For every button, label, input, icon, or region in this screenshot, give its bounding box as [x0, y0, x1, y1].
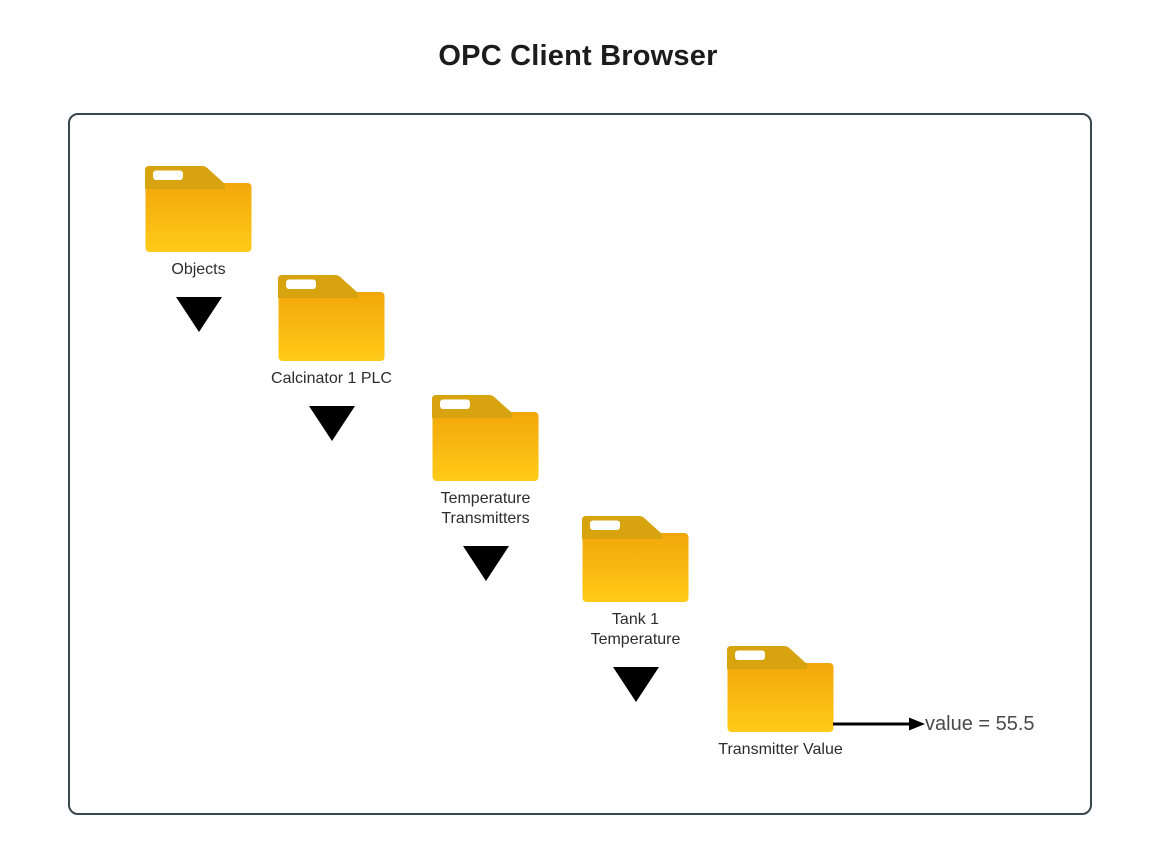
tree-node-temperature-transmitters: Temperature Transmitters: [432, 392, 539, 581]
node-label: Calcinator 1 PLC: [271, 370, 392, 387]
tree-node-objects: Objects: [145, 163, 252, 332]
figure-title: OPC Client Browser: [438, 40, 718, 72]
triangle-down-icon[interactable]: [308, 406, 355, 441]
arrow-right-icon: [833, 717, 925, 731]
triangle-down-icon[interactable]: [462, 546, 509, 581]
node-label: Transmitter Value: [718, 741, 843, 758]
triangle-down-icon[interactable]: [175, 297, 222, 332]
tree-node-tank-1-temperature: Tank 1 Temperature: [582, 513, 689, 702]
node-label: Objects: [171, 261, 226, 278]
tree-node-calcinator-1-plc: Calcinator 1 PLC: [271, 272, 392, 441]
triangle-down-icon[interactable]: [612, 667, 659, 702]
folder-icon[interactable]: [582, 513, 689, 603]
folder-icon[interactable]: [727, 643, 834, 733]
folder-icon[interactable]: [278, 272, 385, 362]
folder-icon[interactable]: [145, 163, 252, 253]
folder-icon[interactable]: [432, 392, 539, 482]
value-readout: value = 55.5: [925, 713, 1035, 735]
node-label: Tank 1 Temperature: [590, 611, 681, 648]
tree-node-transmitter-value: Transmitter Value: [718, 643, 843, 760]
node-label: Temperature Transmitters: [440, 490, 531, 527]
